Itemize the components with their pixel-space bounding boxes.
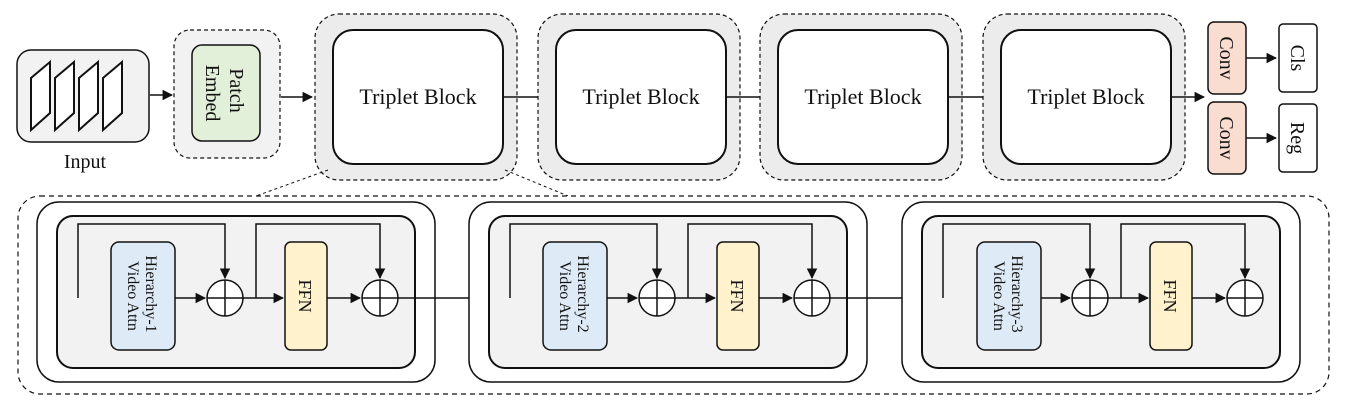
patch-embed-box (191, 44, 261, 142)
head-cls: Conv Cls (1207, 21, 1318, 95)
input-label: Input (64, 151, 107, 173)
residual-arrow-2b (687, 223, 818, 298)
attn-box-3 (976, 241, 1042, 351)
residual-arrow-2a (509, 223, 663, 298)
cls-output-label: Cls (1286, 45, 1308, 72)
add-node-1a (206, 279, 244, 317)
triplet-block-2: Triplet Block (537, 13, 741, 181)
conv-label-cls: Conv (1215, 36, 1237, 79)
triplet-block-4-label: Triplet Block (1027, 84, 1144, 109)
detail-block-2: Hierarchy-2 Video Attn FFN (468, 201, 868, 383)
patch-embed-label: Patch Embed (201, 65, 247, 122)
triplet-block-2-label: Triplet Block (582, 84, 699, 109)
attn-box-2 (542, 241, 608, 351)
add-node-3b (1226, 279, 1264, 317)
ffn-box-3 (1149, 241, 1193, 351)
triplet-block-3-label: Triplet Block (804, 84, 921, 109)
residual-arrow-1a (77, 223, 231, 298)
attn-label-2: Hierarchy-2 Video Attn (556, 255, 591, 336)
add-node-2a (638, 279, 676, 317)
input-module: Input (16, 49, 150, 173)
attn-label-1: Hierarchy-1 Video Attn (124, 255, 159, 336)
detail-block-3: Hierarchy-3 Video Attn FFN (901, 201, 1301, 383)
ffn-box-2 (716, 241, 760, 351)
detail-block-1: Hierarchy-1 Video Attn FFN (36, 201, 436, 383)
ffn-label-2: FFN (727, 279, 747, 312)
add-node-2b (793, 279, 831, 317)
input-frames-icon (30, 59, 123, 133)
reg-output-label: Reg (1286, 122, 1308, 154)
ffn-label-1: FFN (295, 279, 315, 312)
attn-label-3: Hierarchy-3 Video Attn (990, 255, 1025, 336)
ffn-box-1 (284, 241, 328, 351)
conv-label-reg: Conv (1215, 116, 1237, 159)
residual-arrow-3b (1120, 223, 1251, 298)
head-reg: Conv Reg (1207, 101, 1318, 175)
cls-output-box (1278, 23, 1318, 93)
reg-output-box (1278, 103, 1318, 173)
triplet-block-3: Triplet Block (759, 13, 963, 181)
add-node-3a (1071, 279, 1109, 317)
triplet-block-1-label: Triplet Block (359, 84, 476, 109)
zoom-line-left (255, 169, 329, 197)
triplet-block-1: Triplet Block (314, 13, 518, 181)
residual-arrow-3a (942, 223, 1096, 298)
add-node-1b (361, 279, 399, 317)
triplet-block-4: Triplet Block (982, 13, 1186, 181)
attn-box-1 (110, 241, 176, 351)
residual-arrow-1b (255, 223, 386, 298)
patch-embed-module: Patch Embed (173, 29, 281, 159)
ffn-label-3: FFN (1160, 279, 1180, 312)
zoom-line-right (504, 169, 569, 197)
